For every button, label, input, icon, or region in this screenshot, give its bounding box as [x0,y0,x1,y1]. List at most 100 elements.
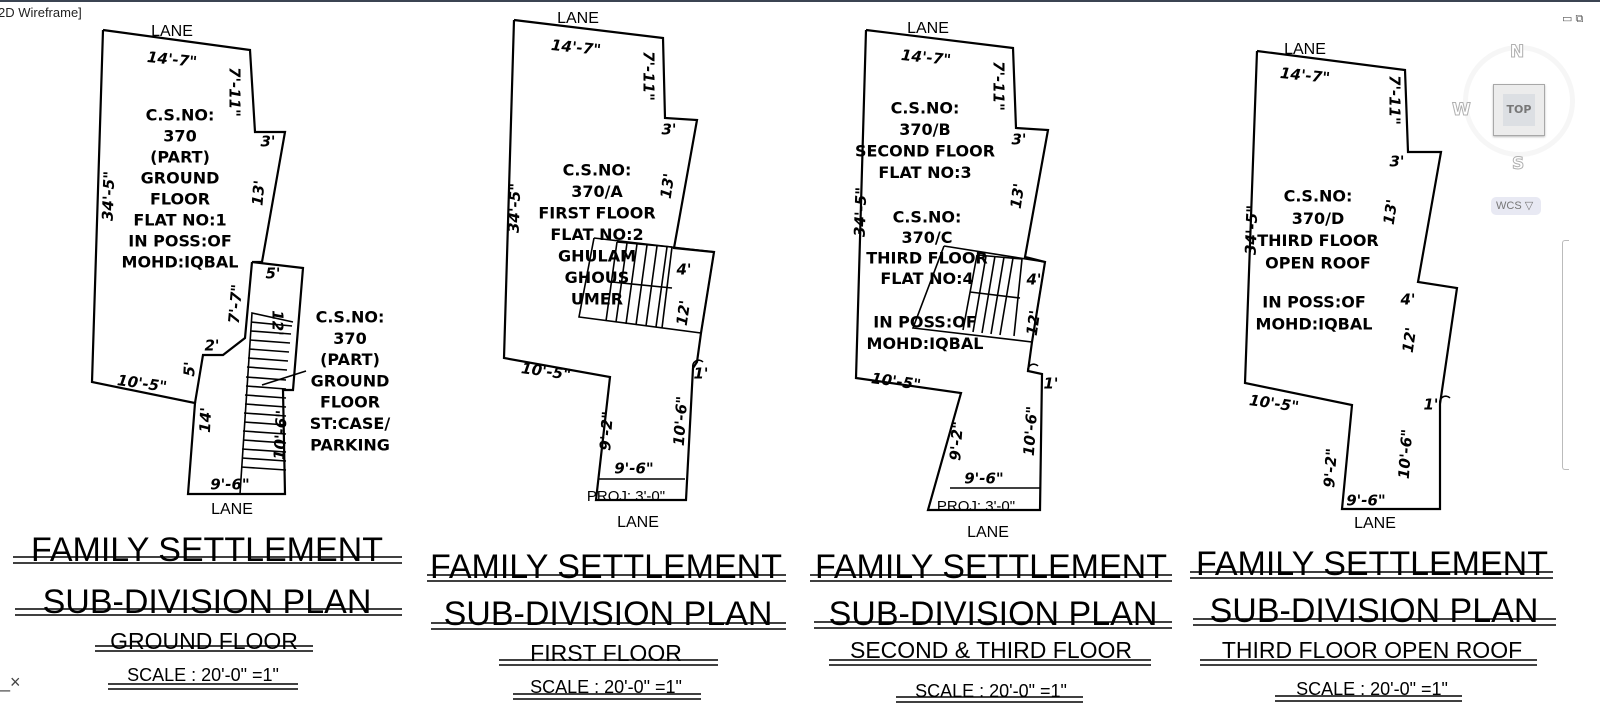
plot-label-line: ST:CASE/ [310,414,391,433]
plot-label-line: FLOOR [320,393,380,412]
plan-second-third-floor [854,28,1050,512]
window-top-border [0,0,1600,2]
viewport-visual-style-label[interactable]: 2D Wireframe] [0,5,82,20]
plot-label-line: GHOUS [565,268,630,287]
dimension: 10'-5" [116,371,168,396]
dimension: 9'-2" [596,411,617,452]
dimension: 9'-2" [946,421,967,462]
plan-subtitle: SUB-DIVISION PLAN [444,595,773,633]
dimension: 7'-11" [990,61,1008,111]
dimension: 7'-11" [226,67,244,117]
title-underlines [13,556,1556,703]
plot-label-line: UMER [571,290,623,309]
compass-south[interactable]: S [1511,154,1525,175]
plot-label-line: GROUND [311,371,390,390]
dimension: 4' [1025,271,1041,289]
dimension: 10'-6" [1395,428,1416,479]
dimension: 12' [1023,309,1044,337]
viewcube-top-face[interactable]: TOP [1493,84,1545,136]
dimension: 34'-5" [851,187,871,238]
plot-label-line: 370/C [902,228,953,247]
dimension: 3' [1011,131,1026,149]
arc-mark [1438,395,1451,405]
plot-label-line: FLAT NO:2 [550,225,643,244]
plot-label-line: FIRST FLOOR [538,204,655,223]
floor-title: SECOND & THIRD FLOOR [850,637,1132,663]
command-line-close-icon[interactable]: _× [0,672,21,692]
plot-label-line: 370 [333,329,366,348]
dimension: 10'-6" [670,395,691,446]
restore-icon[interactable]: ⧉ [1575,13,1584,25]
plot-label-line: C.S.NO: [893,208,962,227]
dimension: 34'-5" [99,171,119,222]
plot-outline [854,28,1050,512]
dimension: 3' [661,121,676,139]
dimension: 10'-5" [520,359,572,384]
plan-third-floor-open-roof [1243,49,1459,511]
dimension: 4' [675,261,691,279]
dimension: 9'-6" [1346,492,1386,510]
plot-label-line: GHULAM [558,247,636,266]
stair-annex-outline [193,261,254,404]
plan-title: FAMILY SETTLEMENT [430,548,782,586]
plot-label-line: THIRD FLOOR [866,249,988,268]
dimension: 12' [269,310,287,335]
projection-label: PROJ: 3'-0" [587,488,665,505]
viewcube[interactable]: N W S TOP [1452,40,1580,180]
plot-label-line: 370/A [571,182,623,201]
dimension: 3' [260,133,275,151]
lane-label-top: LANE [1284,41,1326,58]
lane-label-bottom: LANE [967,524,1009,541]
plot-label-line: C.S.NO: [1284,187,1353,206]
wcs-menu-button[interactable]: WCS ▽ [1491,197,1541,215]
viewcube-face-label: TOP [1503,94,1535,126]
navigation-bar-handle[interactable] [1562,240,1569,470]
plot-label-line: IN POSS:OF [873,313,977,332]
dimension: 5' [180,361,199,377]
plot-label-line: OPEN ROOF [1265,253,1371,272]
compass-north[interactable]: N [1509,42,1525,63]
plot-outline [1243,49,1459,511]
staircase [578,237,715,334]
scale-label: SCALE : 20'-0" =1" [530,677,682,697]
drawing-texts: LANELANE14'-7"7'-11"3'13'34'-5"5'7'-7"2'… [31,10,1548,701]
wcs-label: WCS [1496,200,1522,212]
lane-label-top: LANE [557,10,599,27]
plot-label-line: FLAT NO:3 [878,163,971,182]
plan-title: FAMILY SETTLEMENT [31,531,383,569]
plot-label-line: MOHD:IQBAL [867,334,984,353]
plan-subtitle: SUB-DIVISION PLAN [43,583,372,621]
viewport-window-controls: ▭ ⧉ [1562,12,1583,26]
plan-title: FAMILY SETTLEMENT [815,548,1167,586]
plot-label-line: MOHD:IQBAL [1256,315,1373,334]
compass-ring[interactable] [1463,45,1575,157]
floor-title: GROUND FLOOR [110,628,298,654]
plan-ground-floor [90,28,307,496]
plan-title: FAMILY SETTLEMENT [1196,545,1548,583]
plot-label-line: (PART) [150,148,210,167]
dimension: 13' [657,172,678,200]
staircase [911,245,1046,343]
plot-outline [502,18,716,502]
dimension: 1' [1043,375,1058,393]
dimension: 13' [1380,198,1401,226]
projection-label: PROJ: 3'-0" [937,498,1015,515]
lane-label-top: LANE [907,20,949,37]
plot-label-line: FLAT NO:1 [133,211,226,230]
minimize-icon[interactable]: ▭ [1562,13,1573,25]
dimension: 10'-5" [1248,391,1300,416]
dimension: 14'-7" [550,36,602,59]
plot-label-line: C.S.NO: [316,308,385,327]
dimension: 14'-7" [900,46,952,69]
plot-label-line: 370 [163,127,196,146]
lane-label-top: LANE [151,23,193,40]
dimension: 9'-6" [964,470,1004,488]
staircase [239,312,307,495]
dimension: 10'-6" [1020,405,1041,456]
plot-label-line: GROUND [141,169,220,188]
plot-outline [90,28,305,496]
compass-west[interactable]: W [1452,100,1472,121]
dimension: 9'-2" [1320,448,1341,489]
dimension: 12' [673,299,694,327]
